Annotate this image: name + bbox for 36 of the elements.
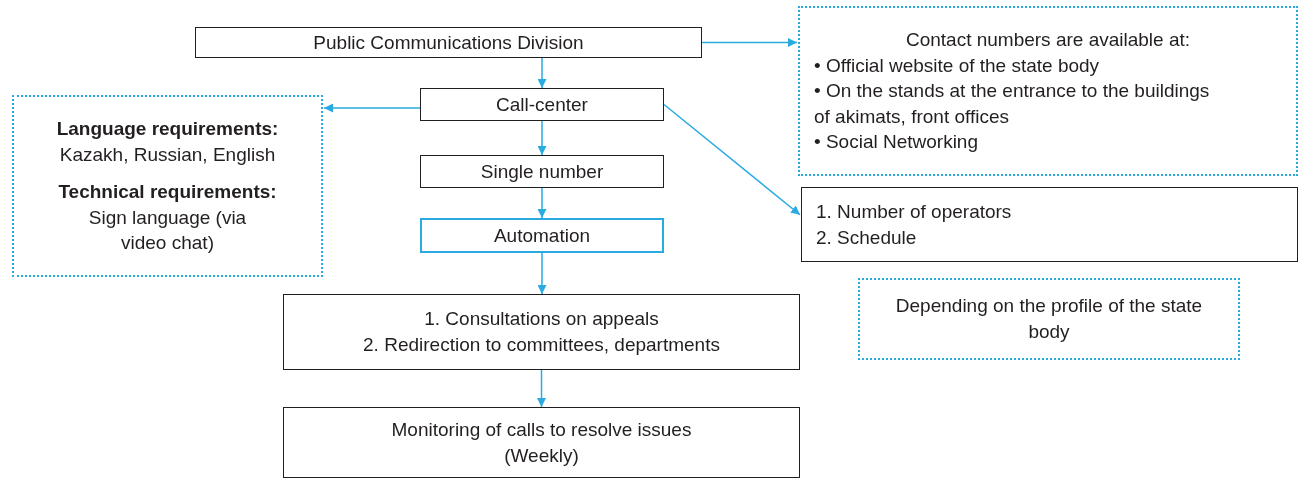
arrow bbox=[323, 103, 421, 113]
note-box bbox=[798, 6, 1298, 176]
arrow bbox=[701, 38, 798, 47]
note-box bbox=[12, 95, 323, 277]
node-text: 1. Consultations on appeals bbox=[424, 307, 659, 332]
node-text: Kazakh, Russian, English bbox=[59, 142, 276, 167]
bullet-item: • On the stands at the entrance to the buildings of akimats, front offices bbox=[814, 79, 1211, 129]
node-text: Sign language (via video chat) bbox=[87, 205, 248, 256]
arrow bbox=[537, 369, 546, 408]
arrow bbox=[537, 187, 547, 219]
arrow bbox=[537, 252, 547, 295]
node-text: Public Communications Division bbox=[313, 30, 584, 55]
highlighted-process-box bbox=[420, 218, 664, 253]
heading-text: Technical requirements: bbox=[58, 180, 277, 205]
process-box bbox=[283, 407, 800, 478]
node-text: Automation bbox=[493, 223, 591, 248]
process-box bbox=[195, 27, 702, 58]
process-box bbox=[801, 187, 1298, 262]
node-text: Single number bbox=[480, 159, 604, 184]
heading-text: Language requirements: bbox=[56, 116, 279, 141]
bullet-item: • Official website of the state body bbox=[814, 53, 1101, 78]
arrow bbox=[663, 103, 801, 216]
process-box bbox=[420, 88, 664, 121]
arrow bbox=[537, 120, 547, 156]
process-box bbox=[420, 155, 664, 188]
node-text: Call-center bbox=[496, 92, 588, 117]
heading-text: Contact numbers are available at: bbox=[905, 27, 1191, 52]
bullet-item: • Social Networking bbox=[814, 130, 979, 155]
node-text: 1. Number of operators bbox=[816, 199, 1012, 224]
process-box bbox=[283, 294, 800, 370]
node-text: Monitoring of calls to resolve issues (Weekly) bbox=[390, 417, 693, 468]
node-text: 2. Redirection to committees, departments bbox=[363, 333, 720, 357]
node-text: Depending on the profile of the state body bbox=[894, 294, 1204, 344]
arrow bbox=[537, 57, 547, 89]
note-box bbox=[858, 278, 1240, 360]
node-text: 2. Schedule bbox=[816, 225, 917, 250]
